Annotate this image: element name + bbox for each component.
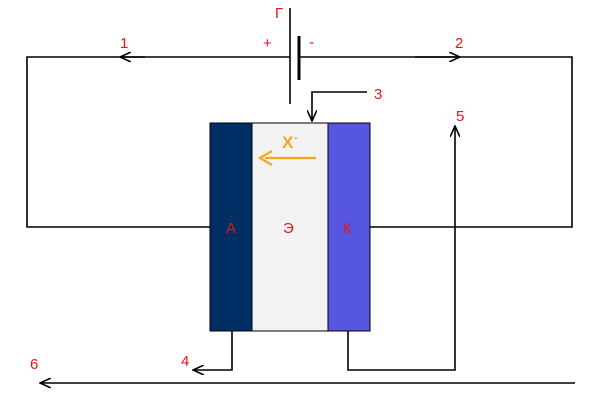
ion-migration-arrow xyxy=(257,150,316,166)
flow-label-5: 5 xyxy=(456,108,464,125)
flow-label-6: 6 xyxy=(30,356,38,373)
left-circuit-wire xyxy=(26,56,290,228)
source-label: Г xyxy=(275,5,283,22)
flow-label-3: 3 xyxy=(374,86,382,103)
flow-arrow-5 xyxy=(347,126,455,371)
flow-label-2: 2 xyxy=(455,35,463,52)
electrolyte-label: Э xyxy=(283,220,294,237)
cathode-label: К xyxy=(343,220,352,237)
source-plus-sign: + xyxy=(263,35,272,52)
flow-arrow-4 xyxy=(193,331,233,370)
anode-plate xyxy=(209,122,253,332)
source-minus-sign: - xyxy=(309,34,314,51)
ion-label: X xyxy=(282,133,294,152)
flow-label-4: 4 xyxy=(181,353,189,370)
cathode-plate xyxy=(327,122,371,332)
ion-charge: - xyxy=(294,132,298,144)
flow-label-1: 1 xyxy=(120,35,128,52)
flow-arrow-3 xyxy=(312,91,367,121)
anode-label: А xyxy=(226,220,236,237)
